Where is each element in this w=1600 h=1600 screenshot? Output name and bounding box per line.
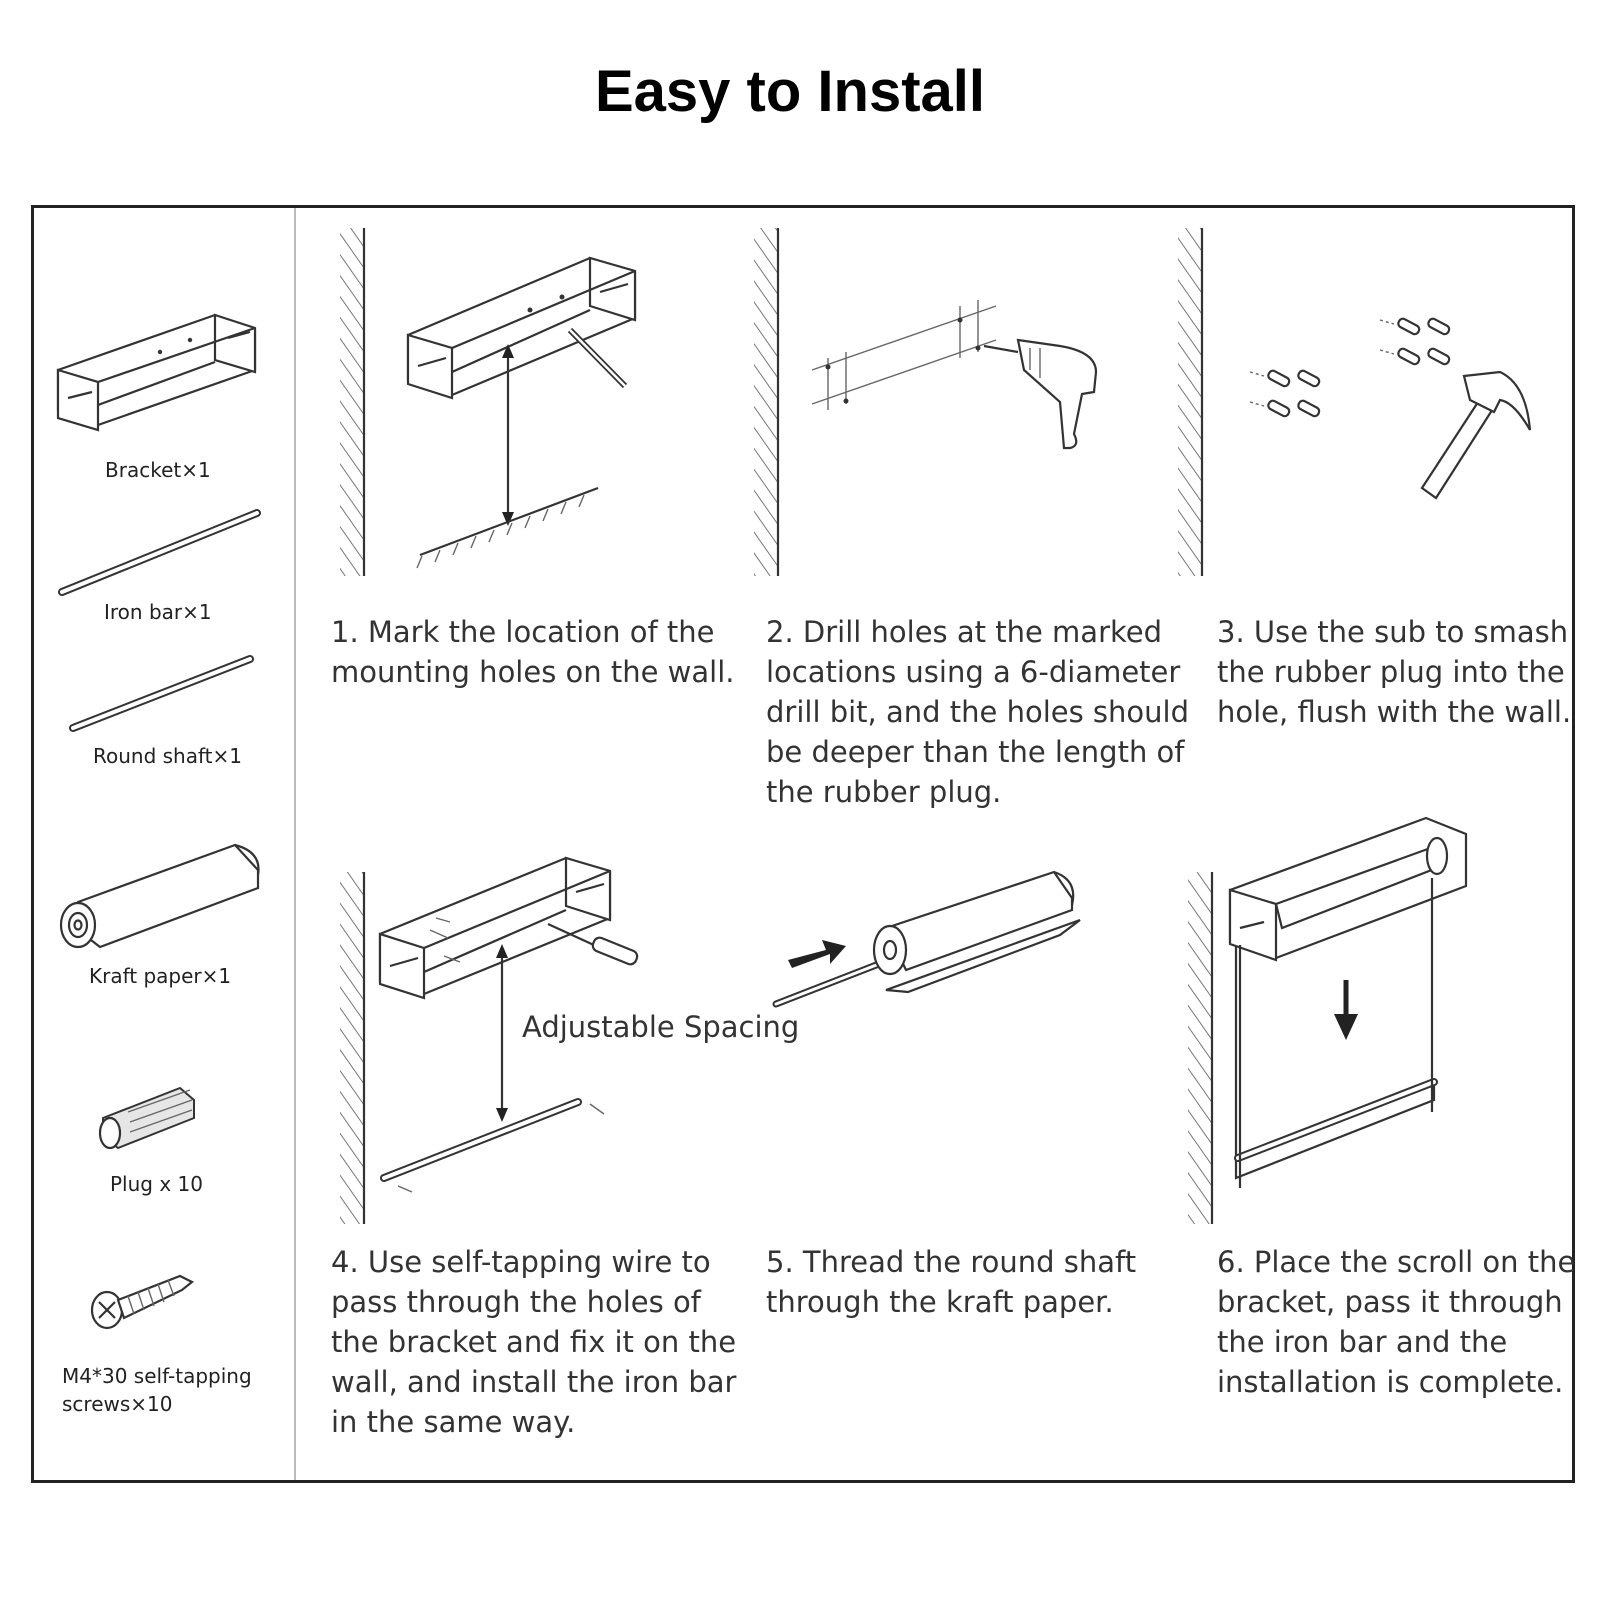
part-label-plug: Plug x 10 (110, 1172, 203, 1196)
step-6-illustration (1188, 816, 1468, 1224)
screw-icon (90, 1274, 195, 1330)
step-1-text: 1. Mark the location of the mounting hol… (331, 615, 735, 689)
step-2-text: 2. Drill holes at the marked locations u… (766, 615, 1190, 809)
instruction-frame (31, 205, 1575, 1483)
step-1-illustration (340, 228, 637, 576)
plug-icon (98, 1086, 195, 1150)
part-label-iron-bar: Iron bar×1 (104, 600, 212, 624)
round-shaft-icon (69, 655, 254, 732)
page-title: Easy to Install (594, 59, 986, 124)
iron-bar-icon (58, 509, 261, 596)
part-label-kraft-paper: Kraft paper×1 (89, 964, 232, 988)
step-5-text: 5. Thread the round shaft through the kr… (766, 1245, 1137, 1319)
adjustable-spacing-label: Adjustable Spacing (522, 1010, 800, 1044)
bracket-icon (56, 313, 257, 432)
parts-divider (294, 208, 296, 1480)
step-4-illustration (340, 856, 639, 1224)
step-2-illustration (754, 228, 1098, 576)
step-5-illustration (772, 870, 1081, 1008)
part-label-round-shaft: Round shaft×1 (93, 744, 243, 768)
part-label-screws: M4*30 self-tapping screws×10 (62, 1364, 252, 1416)
step-3-illustration (1178, 228, 1532, 576)
step-3-text: 3. Use the sub to smash the rubber plug … (1217, 615, 1572, 729)
kraft-paper-icon (59, 843, 260, 949)
step-4-text: 4. Use self-tapping wire to pass through… (331, 1245, 737, 1439)
part-label-bracket: Bracket×1 (105, 458, 211, 482)
step-6-text: 6. Place the scroll on the bracket, pass… (1217, 1245, 1576, 1399)
